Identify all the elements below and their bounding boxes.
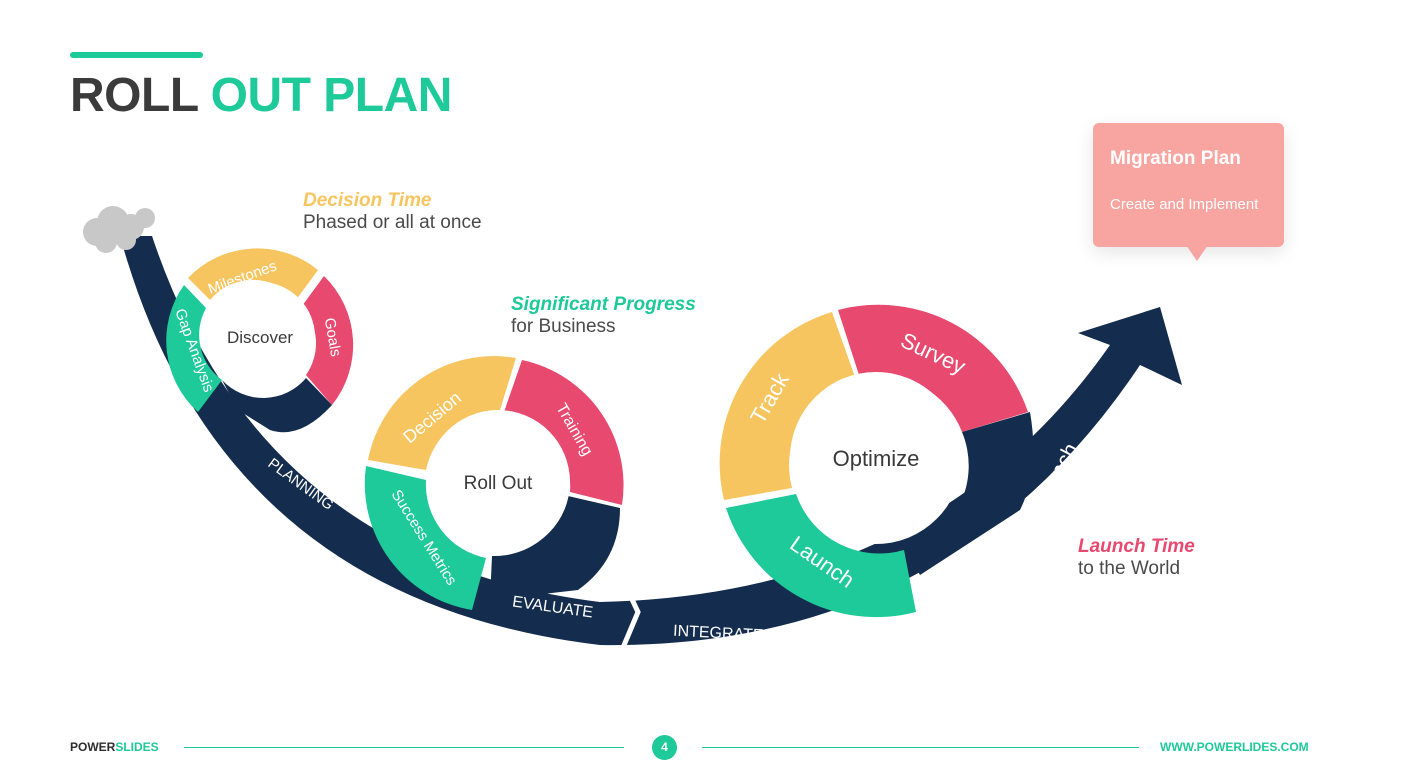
optimize-center: [790, 372, 962, 544]
discover-ring-goals: [302, 276, 354, 405]
discover-center: [205, 282, 315, 392]
callout-decision-title: Decision Time: [303, 190, 432, 211]
discover-tail: [222, 378, 332, 433]
callout-decision-subtitle: Phased or all at once: [303, 212, 482, 233]
discover-ring-milestones: [188, 248, 318, 300]
page-title: ROLL OUT PLAN: [70, 68, 452, 123]
rollout-ring-training: [504, 360, 624, 505]
footer-brand: POWERSLIDES: [70, 740, 159, 754]
rollout-ring-decision: [368, 356, 516, 470]
callout-progress-subtitle: for Business: [511, 316, 616, 337]
rollout-center-label: Roll Out: [464, 473, 533, 494]
optimize-ring-launch: [726, 494, 916, 618]
discover-ring-gap: [166, 285, 222, 412]
road-divider: [619, 576, 641, 651]
rollout-ring-success: [364, 466, 486, 610]
footer-divider-right: [702, 747, 1139, 748]
callout-launch: Launch Time to the World: [1078, 536, 1195, 580]
migration-card-pointer: [1186, 245, 1208, 261]
optimize-ring-track: [719, 312, 856, 500]
discover-cycle: Discover Milestones Goals Gap Analysis: [166, 248, 354, 433]
callout-progress-title: Significant Progress: [511, 294, 696, 315]
title-accent-bar: [70, 52, 203, 58]
discover-center-label: Discover: [227, 328, 293, 347]
discover-segment-goals: Goals: [321, 316, 345, 358]
callout-progress: Significant Progress for Business: [511, 294, 696, 338]
footer-brand-part1: POWER: [70, 740, 116, 754]
road-label-integrate: INTEGRATE: [673, 623, 764, 645]
callout-launch-title: Launch Time: [1078, 536, 1195, 557]
optimize-tail: [906, 412, 1034, 575]
migration-plan-subtitle: Create and Implement: [1110, 196, 1259, 213]
title-part-dark: ROLL: [70, 69, 198, 122]
footer-page-number: 4: [652, 735, 677, 760]
cloud-icon: [83, 206, 155, 253]
footer-url: WWW.POWERLIDES.COM: [1160, 740, 1309, 754]
migration-plan-title: Migration Plan: [1110, 148, 1241, 169]
optimize-ring-survey: [838, 304, 1028, 432]
callout-launch-subtitle: to the World: [1078, 558, 1181, 579]
footer-divider-left: [184, 747, 624, 748]
title-part-accent: OUT PLAN: [210, 69, 453, 122]
callout-decision: Decision Time Phased or all at once: [303, 190, 482, 234]
optimize-cycle: Optimize Track Survey Launch: [719, 304, 1034, 618]
rollout-tail: [490, 496, 620, 600]
footer-brand-part2: SLIDES: [115, 740, 159, 754]
rollout-cycle: Roll Out Decision Training Success Metri…: [364, 356, 624, 610]
optimize-center-label: Optimize: [833, 446, 920, 471]
rollout-center: [426, 410, 570, 554]
migration-plan-card: Migration Plan Create and Implement: [1093, 123, 1284, 247]
